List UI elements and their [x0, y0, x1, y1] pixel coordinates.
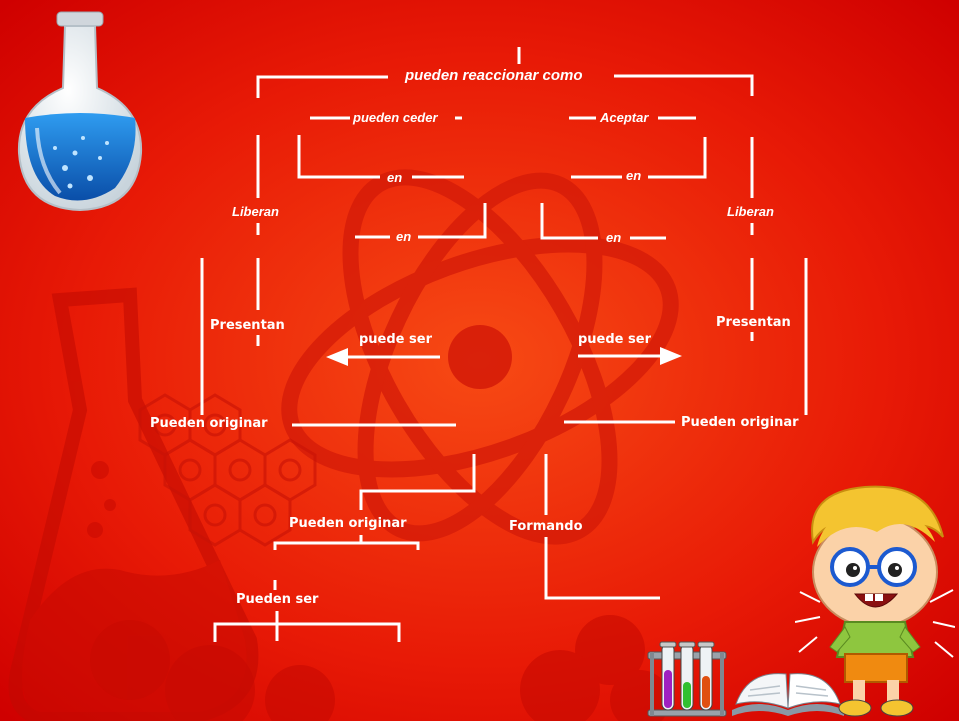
label-pueden-originar-right: Pueden originar	[681, 415, 799, 430]
label-en-1: en	[387, 170, 403, 185]
test-tubes-icon	[647, 641, 727, 717]
label-pueden-originar-bottom: Pueden originar	[289, 516, 407, 531]
round-flask-icon	[17, 11, 143, 212]
label-liberan-left: Liberan	[232, 204, 279, 219]
label-pueden-ser: Pueden ser	[236, 592, 319, 607]
label-puede-ser-left: puede ser	[359, 332, 432, 347]
label-presentan-right: Presentan	[716, 315, 791, 330]
arrow-right-icon	[660, 347, 682, 365]
label-en-4: en	[606, 230, 622, 245]
label-pueden-ceder: pueden ceder	[353, 110, 438, 125]
hexagon-pattern-icon	[138, 393, 317, 547]
label-aceptar: Aceptar	[600, 110, 649, 125]
label-en-3: en	[396, 229, 412, 244]
label-puede-ser-right: puede ser	[578, 332, 651, 347]
label-presentan-left: Presentan	[210, 318, 285, 333]
arrow-left-icon	[326, 348, 348, 366]
scientist-boy-icon	[795, 485, 955, 717]
label-pueden-originar-left: Pueden originar	[150, 416, 268, 431]
label-en-2: en	[626, 168, 642, 183]
label-liberan-right: Liberan	[727, 204, 774, 219]
open-book-icon	[732, 673, 844, 716]
label-formando: Formando	[509, 519, 583, 534]
label-pueden-reaccionar: pueden reaccionar como	[405, 67, 583, 84]
